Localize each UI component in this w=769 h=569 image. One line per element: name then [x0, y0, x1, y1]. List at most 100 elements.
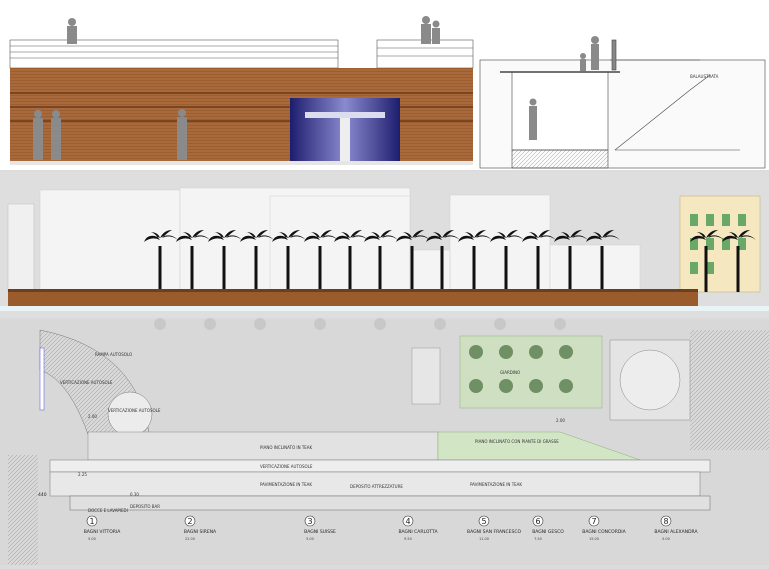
skyline-panel: [0, 172, 769, 317]
sea-line: [0, 306, 769, 311]
ramp-label: RAMPA AUTOSOLO: [95, 352, 132, 357]
bath-dimension: 5.00: [662, 537, 670, 541]
bath-dimension: 11.00: [479, 537, 489, 541]
bath-dimension: 5.00: [306, 537, 314, 541]
garden-label: GIARDINO: [500, 370, 520, 375]
bath-number: 3: [307, 517, 312, 526]
palm-tree: [522, 230, 556, 292]
palm-tree: [458, 230, 492, 292]
bath-number: 8: [663, 517, 668, 526]
palm-tree: [722, 230, 756, 292]
bath-name: BAGNI VITTORIA: [84, 529, 122, 535]
palm-tree: [490, 230, 524, 292]
church-dome: [619, 349, 681, 411]
bath-name: BAGNI GESCO: [532, 529, 564, 535]
bath-number: 6: [535, 517, 540, 526]
bath-dimension: 5.00: [88, 537, 96, 541]
paving-deck: [49, 471, 701, 497]
section-people: [529, 36, 599, 140]
kiosk-footprint: [411, 347, 441, 405]
bath-name: BAGNI SIRENA: [184, 529, 217, 535]
bath-number: 5: [481, 517, 486, 526]
roundabout: [107, 391, 153, 437]
level-3: 2.25: [78, 472, 87, 477]
inclined-planted-label: PIANO INCLINATO CON PIANTE DI GRASSE: [475, 439, 559, 444]
walk-lower-label: VERTICAZIONE AUTOSOLE: [260, 464, 313, 469]
tree-strip: [154, 318, 566, 330]
right-building: [679, 195, 761, 293]
people-silhouettes: [33, 16, 440, 160]
wood-facade: [10, 68, 473, 161]
palm-tree: [272, 230, 306, 292]
promenade-railing: [8, 289, 698, 292]
palm-tree: [554, 230, 588, 292]
bath-name: BAGNI SUISSE: [304, 529, 336, 535]
palm-tree: [426, 230, 460, 292]
palm-tree: [208, 230, 242, 292]
deposit-label: DEPOSITO ATTREZZATURE: [350, 484, 403, 489]
elevation-ground: [10, 161, 473, 165]
level-440: 440: [38, 492, 47, 498]
background-buildings: [39, 187, 641, 293]
right-block: [690, 330, 769, 450]
bath-dimension: 22.00: [185, 537, 195, 541]
cabin-strip: [69, 495, 711, 511]
bath-number-badge: [478, 515, 490, 527]
palm-tree: [396, 230, 430, 292]
entrance-canopy: [305, 112, 385, 118]
bath-number-badge: [304, 515, 316, 527]
palm-tree: [586, 230, 620, 292]
bath-number-badge: [532, 515, 544, 527]
bath-number-badge: [184, 515, 196, 527]
elevation-panel: BALAUSTRATA: [0, 0, 769, 170]
palm-tree: [176, 230, 210, 292]
palm-tree: [364, 230, 398, 292]
showers-label: DOCCE E LAVAPIEDI: [88, 508, 128, 513]
left-block: [8, 455, 38, 565]
promenade-structure: [8, 292, 698, 306]
bath-number: 2: [187, 517, 192, 526]
paving-label: PAVIMENTAZIONE IN TEAK: [260, 482, 312, 487]
walk-mid-label: VERTICAZIONE AUTOSOLE: [108, 408, 161, 413]
section-detail: [479, 39, 766, 169]
level-4: 0.30: [130, 492, 139, 497]
store-bar-label: DEPOSITO BAR: [130, 504, 160, 509]
bath-number: 1: [89, 517, 94, 526]
bath-name: BAGNI CONCORDIA: [582, 529, 626, 535]
level-1: 2.00: [88, 414, 97, 419]
palm-tree: [304, 230, 338, 292]
left-building: [7, 203, 35, 293]
level-2: 2.00: [556, 418, 565, 423]
pedestrian-strip: [39, 347, 45, 411]
paving-label-2: PAVIMENTAZIONE IN TEAK: [470, 482, 522, 487]
section-title: BALAUSTRATA: [690, 74, 719, 79]
bath-number-badge: [402, 515, 414, 527]
bath-number-badge: [588, 515, 600, 527]
palm-tree: [690, 230, 724, 292]
bath-number: 7: [591, 517, 596, 526]
palm-tree: [334, 230, 368, 292]
entrance-door: [340, 118, 350, 161]
bath-dimension: 7.50: [534, 537, 542, 541]
garden-plants: [469, 345, 573, 393]
bath-number: 4: [405, 517, 410, 526]
walk-upper-label: VERTICAZIONE AUTOSOLE: [60, 380, 113, 385]
bath-name: BAGNI SAN FRANCESCO: [467, 529, 521, 535]
bath-number-badge: [86, 515, 98, 527]
inclined-teak-label: PIANO INCLINATO IN TEAK: [260, 445, 313, 450]
palm-tree: [240, 230, 274, 292]
plan-panel: RAMPA AUTOSOLO VERTICAZIONE AUTOSOLE VER…: [0, 318, 769, 565]
bath-name: BAGNI CARLOTTA: [398, 529, 438, 535]
bath-number-badge: [660, 515, 672, 527]
garden-area: [459, 335, 603, 409]
